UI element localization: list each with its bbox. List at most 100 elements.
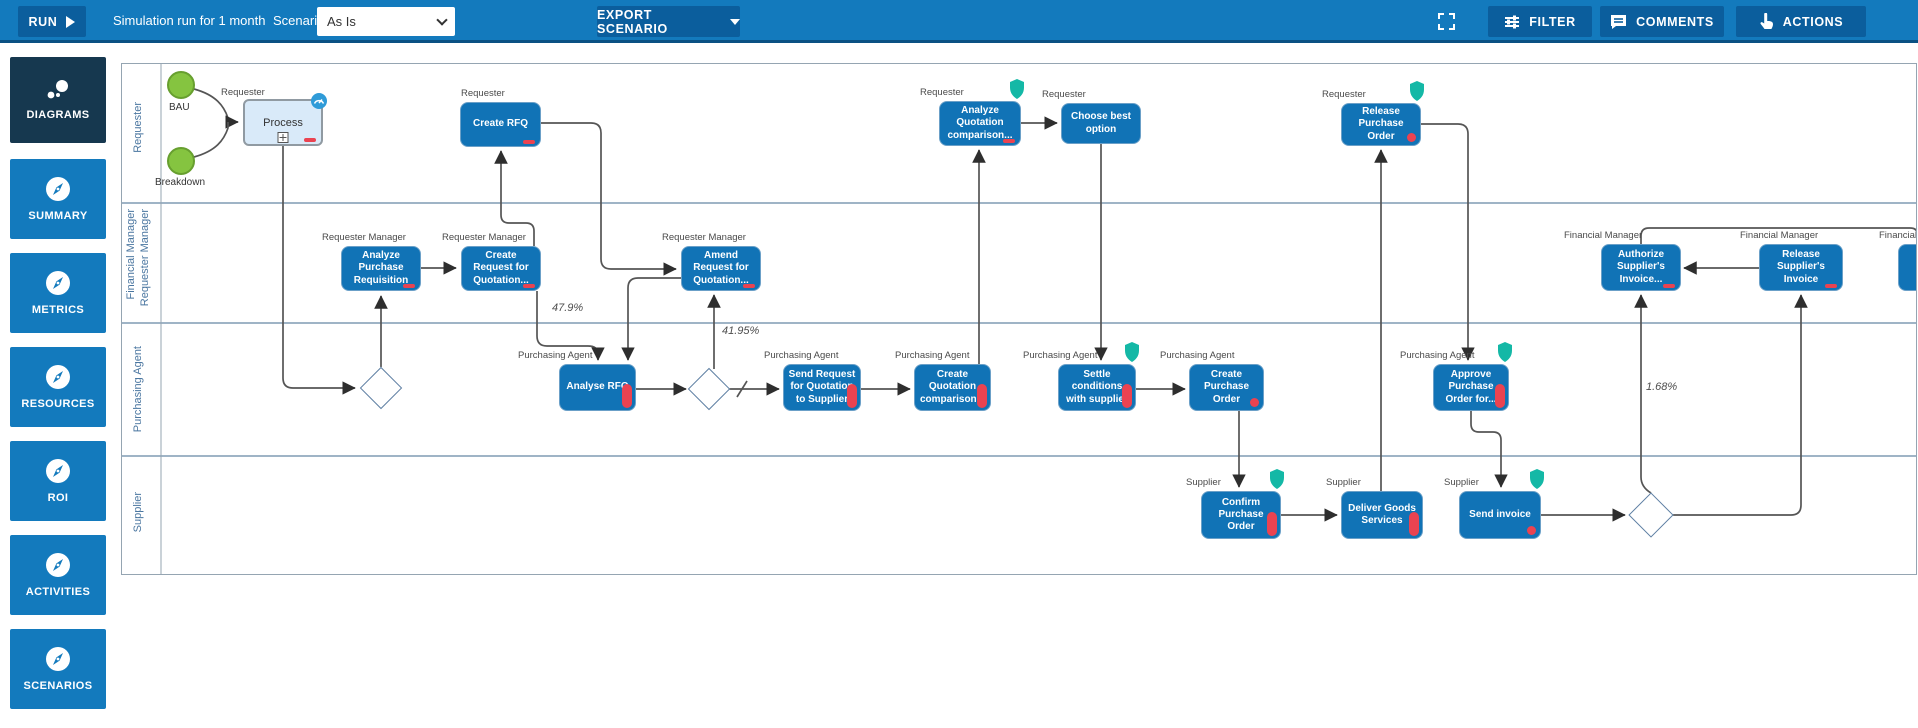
bubbles-icon [47, 80, 68, 99]
lane-label-supplier: Supplier [132, 492, 144, 533]
compass-icon [46, 177, 70, 201]
start-event-bau[interactable] [167, 71, 195, 99]
sidebar-item-label: SCENARIOS [23, 680, 93, 692]
actor-label: Requester [1322, 89, 1366, 101]
expand-subprocess-icon[interactable] [277, 132, 289, 143]
scenario-selected-value: As Is [327, 14, 356, 29]
sidebar-item-label: DIAGRAMS [26, 109, 90, 121]
task-release-suppliers-invoice[interactable]: Financial Manager Release Supplier's Inv… [1740, 230, 1843, 291]
status-marker [622, 384, 632, 408]
actor-label: Purchasing Agent [518, 350, 593, 362]
actor-label: Purchasing Agent [895, 350, 970, 362]
sidebar-item-activities[interactable]: ACTIVITIES [10, 535, 106, 615]
task-pay-cutoff[interactable]: Financial Manager P... [1879, 230, 1916, 291]
task-send-request-for-quotation-to-supplier[interactable]: Purchasing Agent Send Request for Quotat… [764, 350, 861, 411]
scenario-select[interactable]: As Is [317, 7, 455, 36]
task-label: Deliver Goods Services [1348, 502, 1416, 526]
actions-label: ACTIONS [1782, 14, 1844, 29]
status-marker [304, 138, 316, 142]
start-event-breakdown[interactable] [167, 147, 195, 175]
status-marker [403, 284, 415, 288]
actor-label: Requester Manager [322, 232, 406, 244]
task-choose-best-option[interactable]: Requester Choose best option [1042, 89, 1141, 144]
task-authorize-suppliers-invoice[interactable]: Financial Manager Authorize Supplier's I… [1564, 230, 1681, 291]
shield-icon [1125, 342, 1139, 362]
sidebar-item-roi[interactable]: ROI [10, 441, 106, 521]
compass-icon [46, 647, 70, 671]
lane-label-purchasing-agent: Purchasing Agent [132, 346, 144, 433]
task-confirm-purchase-order[interactable]: Supplier Confirm Purchase Order [1186, 469, 1284, 539]
sidebar-item-label: ACTIVITIES [25, 586, 91, 598]
export-scenario-button[interactable]: EXPORT SCENARIO [597, 6, 740, 37]
shield-icon [1530, 469, 1544, 489]
sidebar-item-resources[interactable]: RESOURCES [10, 347, 106, 427]
status-marker [977, 384, 987, 408]
task-settle-conditions-with-supplier[interactable]: Purchasing Agent Settle conditions with … [1023, 342, 1139, 411]
task-label: Send invoice [1469, 508, 1531, 520]
sidebar-item-metrics[interactable]: METRICS [10, 253, 106, 333]
status-marker [523, 140, 535, 144]
task-release-purchase-order[interactable]: Requester Release Purchase Order [1322, 81, 1424, 146]
task-label: Confirm Purchase Order [1218, 496, 1264, 533]
task-analyze-quotation-comparison[interactable]: Requester Analyze Quotation comparison..… [920, 79, 1024, 146]
fullscreen-icon[interactable] [1438, 13, 1455, 30]
status-marker [1663, 284, 1675, 288]
filter-button[interactable]: FILTER [1488, 6, 1592, 37]
edge-probability-label: 47.9% [552, 302, 584, 314]
task-label: Create Quotation comparison... [919, 369, 985, 405]
comments-label: COMMENTS [1636, 14, 1714, 29]
sidebar-item-summary[interactable]: SUMMARY [10, 159, 106, 239]
simulation-run-text: Simulation run for 1 month [113, 12, 266, 28]
task-create-quotation-comparison[interactable]: Purchasing Agent Create Quotation compar… [895, 350, 991, 411]
run-label: RUN [28, 14, 58, 29]
status-marker [1267, 512, 1277, 536]
status-marker [1409, 512, 1419, 536]
sidebar-item-diagrams[interactable]: DIAGRAMS [10, 57, 106, 143]
actor-label: Requester [221, 87, 265, 98]
task-create-purchase-order[interactable]: Purchasing Agent Create Purchase Order [1160, 350, 1264, 411]
sequence-flow-edges [122, 64, 1916, 574]
lane-label-requester: Requester [132, 102, 144, 153]
start-event-label: Breakdown [155, 177, 206, 188]
task-deliver-goods-services[interactable]: Supplier Deliver Goods Services [1326, 477, 1423, 539]
comments-button[interactable]: COMMENTS [1600, 6, 1724, 37]
sidebar-item-scenarios[interactable]: SCENARIOS [10, 629, 106, 709]
subprocess-label: Process [263, 116, 303, 129]
task-create-rfq[interactable]: Requester Create RFQ [460, 88, 541, 147]
actions-button[interactable]: ACTIONS [1736, 6, 1866, 37]
status-marker [1527, 526, 1536, 535]
actor-label: Supplier [1326, 477, 1361, 489]
sidebar-item-label: ROI [47, 492, 69, 504]
task-create-request-for-quotation[interactable]: Requester Manager Create Request for Quo… [442, 232, 541, 291]
top-toolbar: RUN Simulation run for 1 month Scenario … [0, 0, 1918, 43]
status-marker [1122, 384, 1132, 408]
compass-icon [46, 271, 70, 295]
task-label: Settle conditions with supplier [1066, 369, 1128, 405]
run-button[interactable]: RUN [18, 6, 86, 37]
actor-label: Financial Manager [1740, 230, 1819, 242]
actor-label: Purchasing Agent [1160, 350, 1235, 362]
compass-icon [46, 365, 70, 389]
task-analyze-purchase-requisition[interactable]: Requester Manager Analyze Purchase Requi… [322, 232, 421, 291]
edge-probability-label: 41.95% [722, 325, 760, 337]
task-label: Create RFQ [472, 118, 528, 130]
bpmn-diagram-canvas[interactable]: Requester Financial Manager Requester Ma… [121, 63, 1917, 575]
status-marker [1495, 384, 1505, 408]
actor-label: Requester [920, 87, 964, 99]
filter-sliders-icon [1505, 15, 1520, 28]
task-send-invoice[interactable]: Supplier Send invoice [1444, 469, 1544, 539]
task-label: Release Supplier's Invoice [1777, 249, 1825, 285]
task-label: Create Request for Quotation... [473, 250, 529, 286]
sidebar-item-label: METRICS [31, 304, 85, 316]
task-amend-request-for-quotation[interactable]: Requester Manager Amend Request for Quot… [662, 232, 761, 291]
chevron-down-icon [436, 14, 448, 26]
task-label: Choose best option [1070, 111, 1131, 135]
task-analyse-rfq[interactable]: Purchasing Agent Analyse RFQ [518, 350, 636, 411]
subprocess-process[interactable]: Requester Process [221, 87, 327, 146]
sidebar-item-label: RESOURCES [21, 398, 95, 410]
edge-probability-label: 1.68% [1646, 381, 1678, 393]
task-approve-purchase-order[interactable]: Purchasing Agent Approve Purchase Order … [1400, 342, 1512, 411]
lane-label-requester-manager: Requester Manager [139, 209, 151, 307]
filter-label: FILTER [1529, 14, 1576, 29]
actor-label: Supplier [1444, 477, 1479, 489]
